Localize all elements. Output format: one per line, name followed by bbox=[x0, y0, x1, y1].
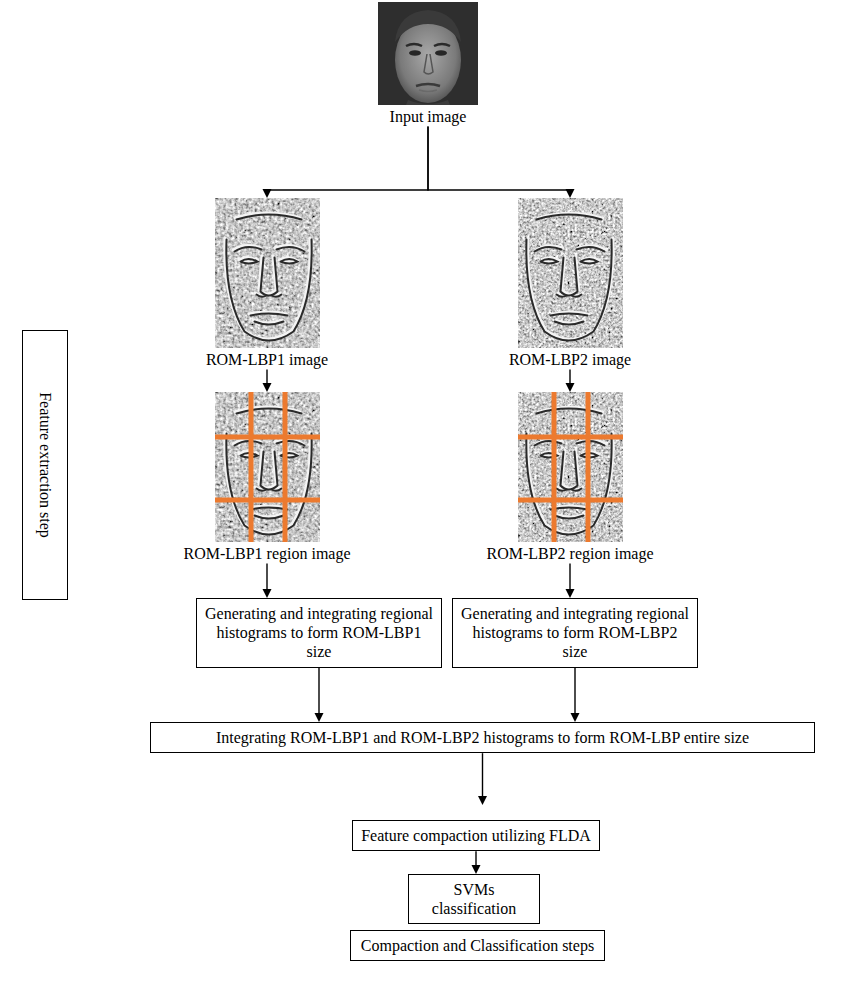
step-label-box: Compaction and Classification steps bbox=[350, 930, 605, 961]
connector-arrow bbox=[428, 126, 575, 198]
panel-outline bbox=[12, 180, 852, 777]
arrow-head bbox=[263, 383, 272, 392]
connector-arrow bbox=[478, 753, 487, 805]
image-node: ROM-LBP2 region image bbox=[480, 392, 660, 563]
image-caption: ROM-LBP1 image bbox=[177, 351, 357, 369]
box-text: SVMs classification bbox=[417, 880, 531, 918]
image-caption: ROM-LBP2 region image bbox=[480, 545, 660, 563]
image-node: Input image bbox=[338, 2, 518, 126]
connector-line bbox=[482, 753, 483, 796]
image-node: ROM-LBP2 image bbox=[480, 198, 660, 369]
connector-line bbox=[569, 369, 570, 383]
process-box: Feature compaction utilizing FLDA bbox=[352, 820, 600, 851]
arrow-head bbox=[566, 589, 575, 598]
connector-line bbox=[266, 563, 267, 589]
lbp-texture-image bbox=[215, 198, 320, 348]
process-box: Generating and integrating regional hist… bbox=[452, 598, 698, 668]
arrow-head bbox=[566, 189, 575, 198]
arrow-head bbox=[315, 713, 324, 722]
process-box: Generating and integrating regional hist… bbox=[196, 598, 442, 668]
box-text: Generating and integrating regional hist… bbox=[205, 604, 433, 662]
box-text: Generating and integrating regional hist… bbox=[461, 604, 689, 662]
image-caption: ROM-LBP1 region image bbox=[177, 545, 357, 563]
box-text: Feature compaction utilizing FLDA bbox=[361, 826, 591, 845]
image-caption: Input image bbox=[338, 108, 518, 126]
arrow-head bbox=[571, 713, 580, 722]
connector-arrow bbox=[315, 668, 324, 722]
connector-arrow bbox=[566, 369, 575, 392]
connector-line bbox=[428, 126, 570, 190]
panel-shape bbox=[13, 181, 851, 776]
face-photo bbox=[378, 2, 478, 105]
box-text: Integrating ROM-LBP1 and ROM-LBP2 histog… bbox=[159, 728, 806, 747]
process-box: Integrating ROM-LBP1 and ROM-LBP2 histog… bbox=[150, 722, 815, 753]
arrow-head bbox=[263, 589, 272, 598]
arrow-head bbox=[566, 383, 575, 392]
step-panel: Compaction and Classification steps Featu… bbox=[178, 805, 688, 985]
panel-shape bbox=[179, 806, 687, 984]
connector-line bbox=[267, 126, 428, 190]
connector-line bbox=[475, 851, 476, 865]
image-node: ROM-LBP1 image bbox=[177, 198, 357, 369]
connector-arrow bbox=[263, 126, 429, 198]
step-label-box: Feature extraction step bbox=[22, 330, 68, 600]
connector-arrow bbox=[263, 563, 272, 598]
image-caption: ROM-LBP2 image bbox=[480, 351, 660, 369]
step-label: Compaction and Classification steps bbox=[359, 936, 596, 955]
lbp-region-image bbox=[518, 392, 623, 542]
lbp-region-image bbox=[215, 392, 320, 542]
connector-arrow bbox=[263, 369, 272, 392]
connector-line bbox=[266, 369, 267, 383]
arrow-head bbox=[478, 796, 487, 805]
connector-arrow bbox=[472, 851, 481, 874]
connector-line bbox=[574, 668, 575, 713]
process-box: SVMs classification bbox=[408, 874, 540, 924]
image-node: ROM-LBP1 region image bbox=[177, 392, 357, 563]
step-label: Feature extraction step bbox=[36, 392, 54, 538]
arrow-head bbox=[263, 189, 272, 198]
connector-arrow bbox=[566, 563, 575, 598]
lbp-texture-image bbox=[518, 198, 623, 348]
arrow-head bbox=[472, 865, 481, 874]
connector-arrow bbox=[571, 668, 580, 722]
connector-line bbox=[569, 563, 570, 589]
step-panel: Feature extraction step ROM-LBP1 image R… bbox=[12, 180, 852, 777]
connector-line bbox=[318, 668, 319, 713]
